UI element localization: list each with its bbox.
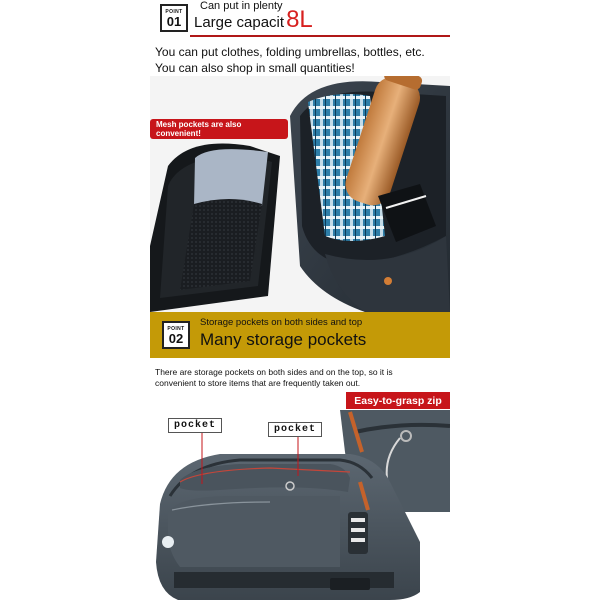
point-word: POINT [167,325,185,332]
section2-desc-line: There are storage pockets on both sides … [155,367,393,377]
mesh-pocket-callout: Mesh pockets are also convenient! [150,119,288,139]
closed-bag-illustration [156,410,450,600]
section1-subtitle: Can put in plenty [200,0,283,12]
section2-description: There are storage pockets on both sides … [155,367,393,389]
point-number: 02 [168,330,184,346]
top-pocket-label: pocket [268,422,323,437]
point-01-badge: POINT 01 [160,4,188,32]
section1-title-text: Large capacit [194,14,285,31]
section2-title: Many storage pockets [200,330,367,349]
point-02-badge: POINT 02 [162,321,190,349]
section1-desc-line: You can also shop in small quantities! [155,61,355,75]
section2-desc-line: convenient to store items that are frequ… [155,378,361,388]
point-word: POINT [165,8,183,15]
zip-callout: Easy-to-grasp zip [346,392,450,409]
open-bag-photo [150,76,450,312]
section1-desc-line: You can put clothes, folding umbrellas, … [155,45,425,59]
section1-divider [190,35,450,37]
open-bag-illustration [150,76,450,312]
section1-title: Large capacit8L [194,6,313,34]
point-number: 01 [166,13,182,29]
section2-header-band: POINT 02 Storage pockets on both sides a… [150,312,450,358]
section1-title-capacity: 8L [286,6,313,33]
section2-subtitle: Storage pockets on both sides and top [200,317,363,328]
side-pocket-label: pocket [168,418,223,433]
section1-description: You can put clothes, folding umbrellas, … [155,44,425,76]
